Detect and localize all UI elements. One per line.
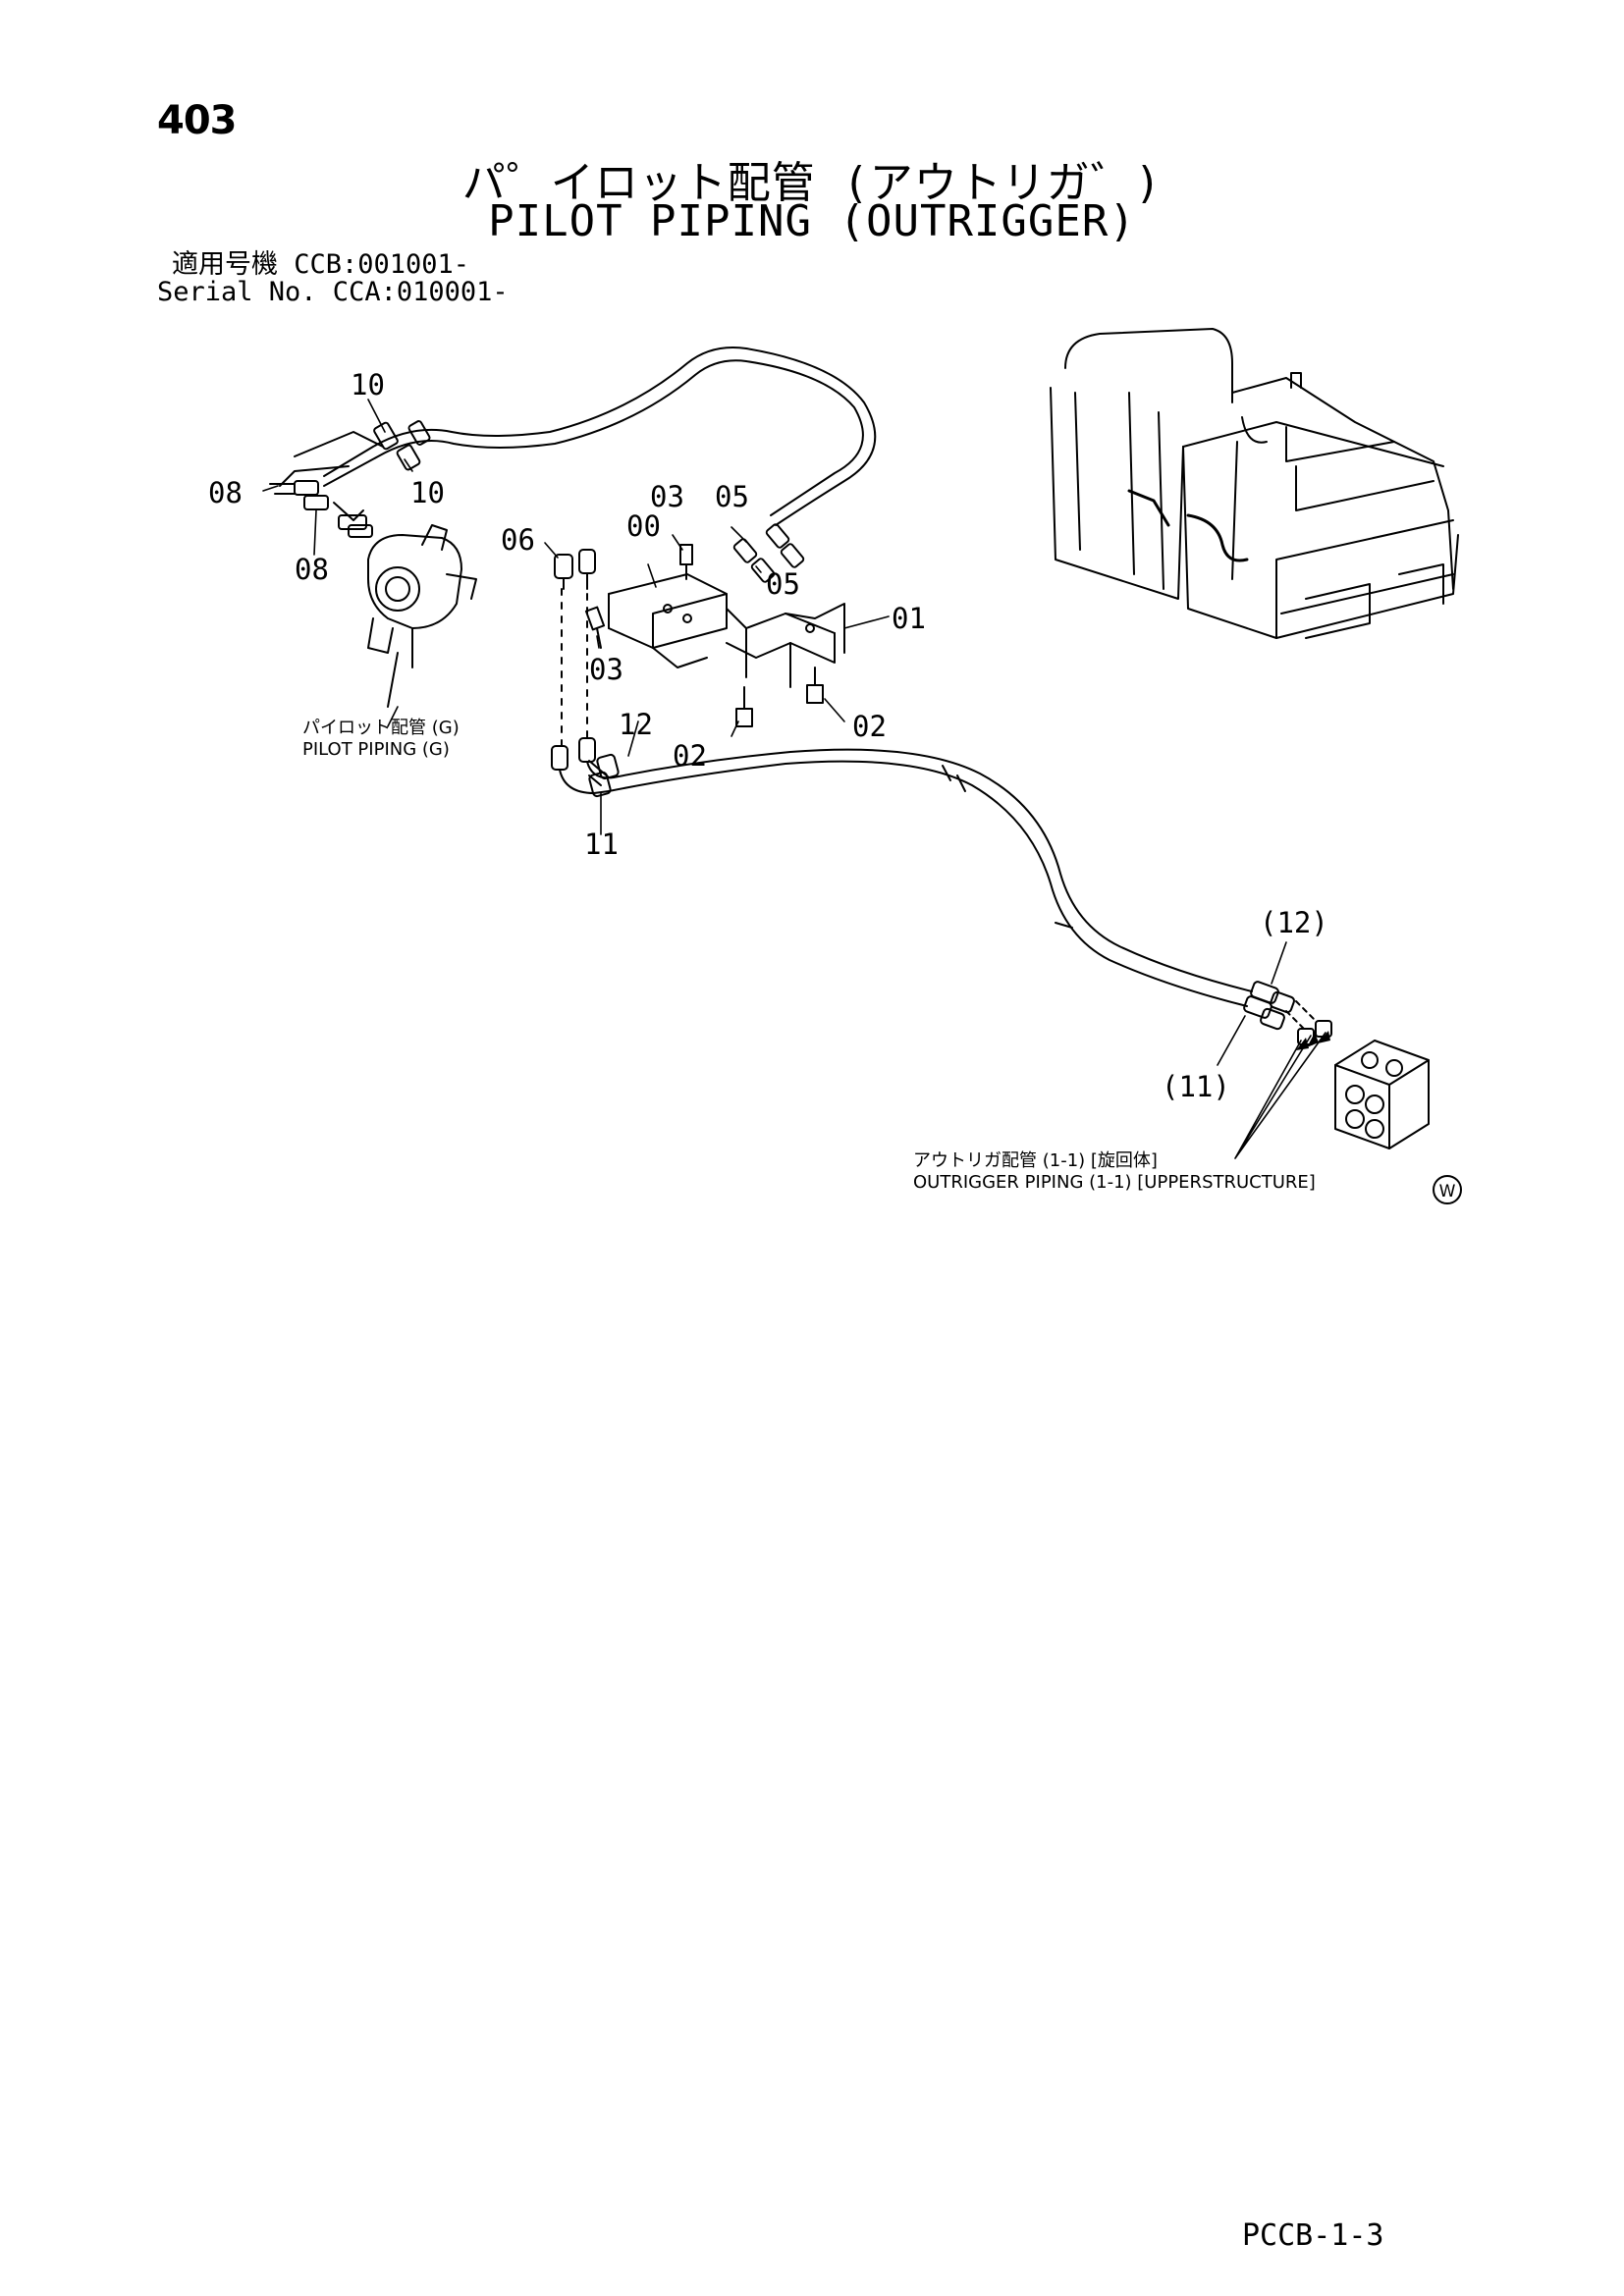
callout-10-top: 10 [351, 368, 385, 401]
document-code: PCCB-1-3 [1242, 2218, 1384, 2253]
callout-11-ref: (11) [1162, 1070, 1230, 1103]
callout-05-right: 05 [766, 567, 800, 601]
leader-lines [262, 399, 1326, 1159]
page-number: 403 [157, 98, 237, 143]
lower-hose-route [588, 748, 1253, 1007]
note-pilot-piping-g: PILOT PIPING (G) [302, 739, 450, 760]
callout-11: 11 [584, 828, 619, 861]
bracket-assembly [554, 523, 845, 727]
w-mark-letter: W [1439, 1182, 1456, 1201]
callout-10-bottom: 10 [410, 476, 445, 509]
excavator-illustration [1050, 328, 1459, 639]
callout-08-left: 08 [208, 476, 243, 509]
outrigger-fittings [1243, 981, 1332, 1045]
page-title: PILOT PIPING (OUTRIGGER) [488, 196, 1136, 246]
callout-01: 01 [892, 602, 926, 635]
pilot-valve-illustration [338, 514, 477, 708]
vertical-hose [551, 588, 615, 794]
fittings-left [269, 420, 431, 521]
callout-12-ref: (12) [1260, 906, 1328, 939]
callout-03-top: 03 [650, 480, 684, 513]
callout-03-bottom: 03 [589, 653, 623, 686]
arrowheads [1296, 1031, 1330, 1050]
note-outrigger-piping: OUTRIGGER PIPING (1-1) [UPPERSTRUCTURE] [913, 1172, 1316, 1193]
serial-number-japanese: 適用号機 CCB:001001- [172, 249, 470, 280]
w-mark: W [1433, 1175, 1462, 1204]
callout-00: 00 [626, 509, 661, 543]
callout-02-left: 02 [673, 739, 707, 773]
callout-08-bottom: 08 [295, 553, 329, 586]
page-title-japanese: パ゜イロット配管 (アウトリガ゛) [461, 158, 1163, 208]
callout-06: 06 [501, 523, 535, 557]
callout-02-right: 02 [852, 710, 887, 743]
outrigger-block [1334, 1040, 1430, 1149]
note-outrigger-piping-jp: アウトリガ配管 (1-1) [旋回体] [913, 1150, 1158, 1171]
note-pilot-piping-g-jp: パイロット配管 (G) [302, 718, 460, 738]
callout-05-top: 05 [715, 480, 749, 513]
callout-12: 12 [619, 708, 653, 741]
serial-number: Serial No. CCA:010001- [157, 277, 509, 307]
upper-hose-route [279, 347, 877, 526]
